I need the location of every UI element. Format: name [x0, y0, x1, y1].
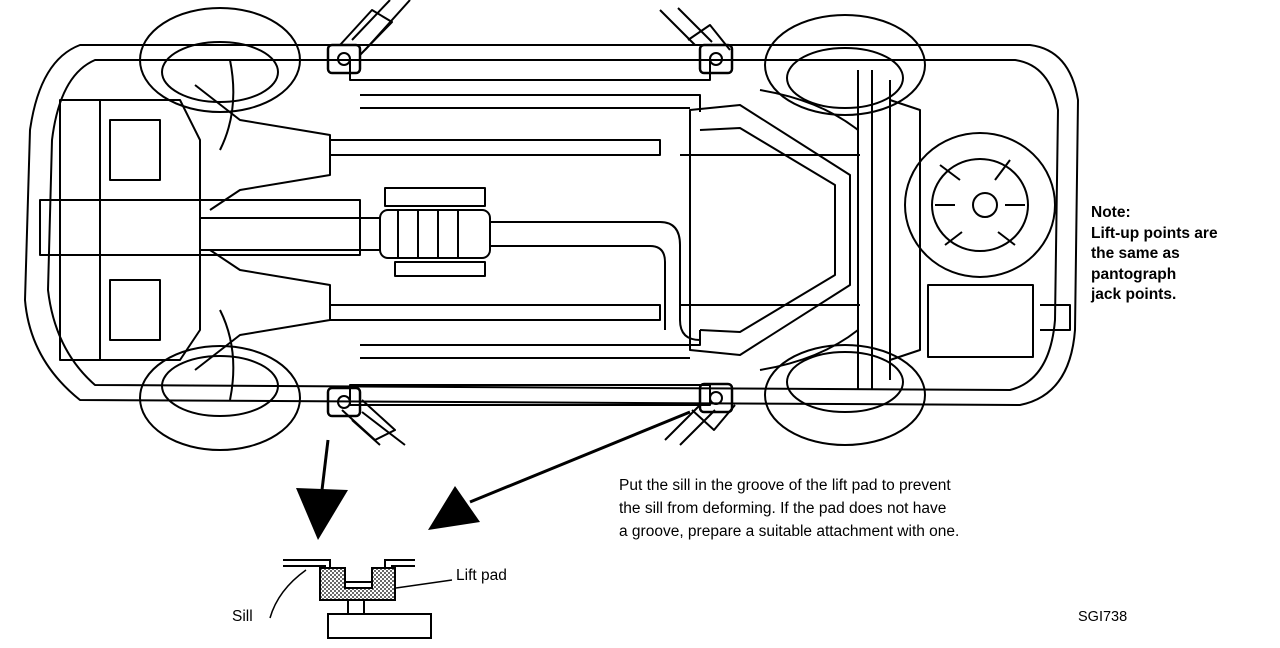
lift-arm-front-right: [341, 399, 406, 446]
front-suspension: [39, 59, 361, 401]
fuel-tank: [680, 104, 860, 356]
arrow-front-lift-point: [296, 439, 348, 540]
lift-pad-label: Lift pad: [456, 567, 507, 584]
left-sill: [349, 59, 711, 81]
brake-fuel-lines: [330, 94, 701, 359]
lift-pad-instruction: Put the sill in the groove of the lift p…: [619, 474, 1139, 543]
rear-right-wheel: [764, 344, 926, 446]
rear-axle: [759, 70, 921, 390]
right-sill: [349, 384, 711, 406]
lift-arm-rear-left: [659, 7, 731, 51]
rear-left-wheel: [764, 14, 926, 116]
car-body-outline: [24, 44, 1079, 406]
sill-label: Sill: [232, 608, 253, 625]
instruction-line: the sill from deforming. If the pad does…: [619, 500, 947, 517]
instruction-line: Put the sill in the groove of the lift p…: [619, 477, 951, 494]
lift-arm-front-left: [339, 0, 411, 56]
lift-pad-detail: [269, 559, 453, 639]
spare-tire: [904, 132, 1056, 278]
note-heading: Note:: [1091, 204, 1131, 221]
lift-point-rear-left: [698, 43, 734, 75]
lift-point-front-left: [326, 43, 362, 75]
instruction-line: a groove, prepare a suitable attachment …: [619, 523, 960, 540]
lift-point-front-right: [326, 386, 362, 418]
car-body-inner-outline: [47, 59, 1059, 391]
exhaust-system: [200, 187, 701, 341]
note-line: Lift-up points are: [1091, 224, 1218, 242]
front-left-wheel: [139, 7, 301, 113]
figure-code: SGI738: [1078, 609, 1128, 625]
lift-point-rear-right: [698, 382, 734, 414]
front-right-wheel: [139, 345, 301, 451]
lift-arm-rear-right: [664, 404, 736, 446]
arrow-rear-lift-point: [428, 410, 691, 530]
note-line: the same as: [1091, 245, 1180, 262]
lift-point-note: Note: Lift-up points are the same as pan…: [1091, 203, 1271, 306]
note-line: pantograph: [1091, 265, 1177, 283]
note-line: jack points.: [1091, 286, 1177, 303]
rear-component-box: [927, 284, 1034, 358]
rear-bracket: [1040, 304, 1071, 331]
